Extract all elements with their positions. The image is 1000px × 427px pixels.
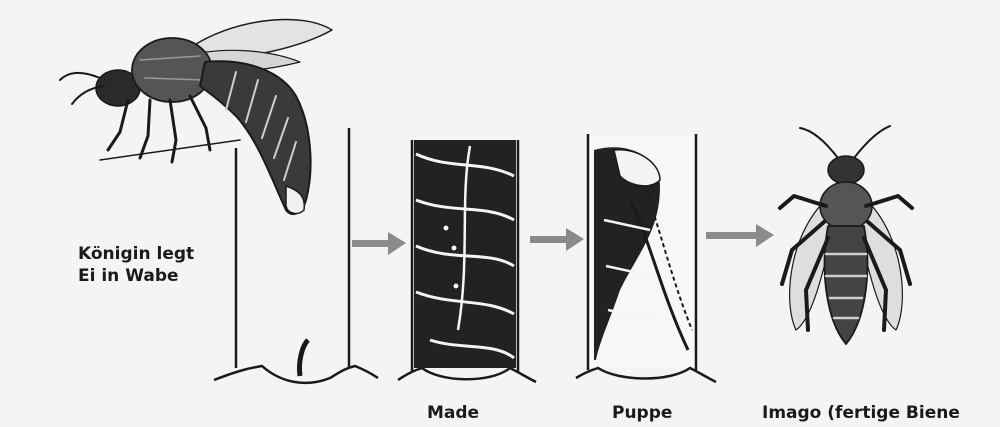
arrow-icon [530, 228, 584, 251]
adult-bee-label: Imago (fertige Biene [762, 402, 960, 424]
queen-label-line1: Königin legt [78, 243, 194, 265]
larva-icon [398, 140, 536, 382]
pupa-icon [576, 134, 716, 382]
queen-bee-icon [60, 20, 332, 215]
queen-label-line2: Ei in Wabe [78, 265, 194, 287]
larva-label: Made [427, 402, 479, 424]
pupa-label: Puppe [612, 402, 672, 424]
arrow-icon [352, 232, 406, 255]
arrow-icon [706, 224, 774, 247]
adult-bee-icon [780, 126, 912, 344]
egg-icon [299, 340, 308, 376]
queen-lays-egg-label: Königin legt Ei in Wabe [78, 243, 194, 287]
